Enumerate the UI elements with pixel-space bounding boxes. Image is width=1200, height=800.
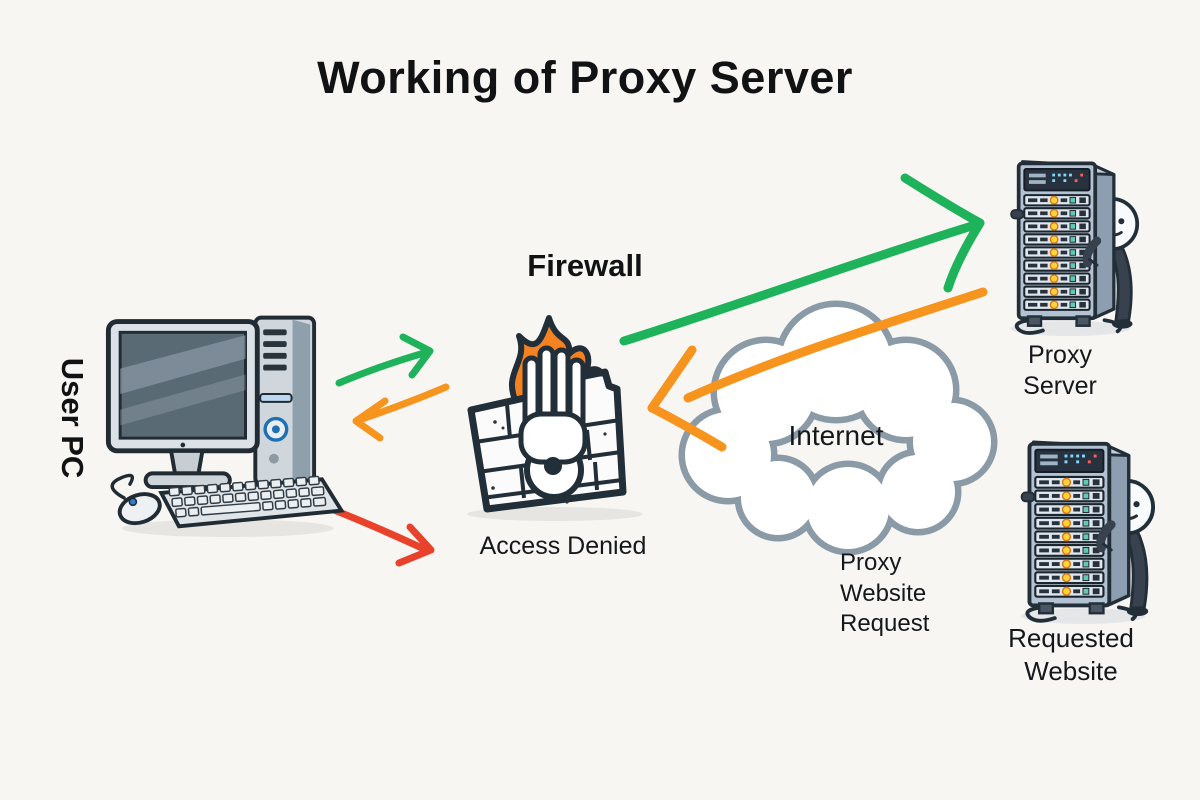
proxy-server-label: Proxy Server (1023, 341, 1097, 401)
server-rack-mascot-icon (1000, 152, 1140, 339)
pc-monitor (105, 319, 260, 490)
page-title: Working of Proxy Server (317, 52, 853, 103)
arrow-user-pc-to-firewall (335, 333, 434, 387)
pc-keyboard (158, 475, 345, 529)
user-pc-label: User PC (55, 357, 90, 479)
arrow-proxy-server-to-firewall (647, 287, 988, 452)
pc-mouse (110, 473, 162, 526)
desktop-computer-icon (105, 315, 345, 538)
firewall-brick-flame-hand-icon (467, 315, 643, 521)
arrows (325, 173, 988, 567)
arrow-firewall-to-user-pc (352, 383, 450, 442)
access-denied-label: Access Denied (479, 532, 647, 560)
firewall-label: Firewall (527, 248, 643, 283)
proxy-website-request-annotation: Proxy Website Request (840, 549, 930, 638)
requested-website-label: Requested Website (1008, 623, 1134, 686)
internet-label: Internet (788, 420, 884, 451)
arrow-firewall-to-proxy-server (619, 173, 985, 346)
stop-hand (518, 345, 588, 500)
server-rack-mascot-icon (1010, 432, 1156, 627)
pc-tower (253, 315, 317, 487)
